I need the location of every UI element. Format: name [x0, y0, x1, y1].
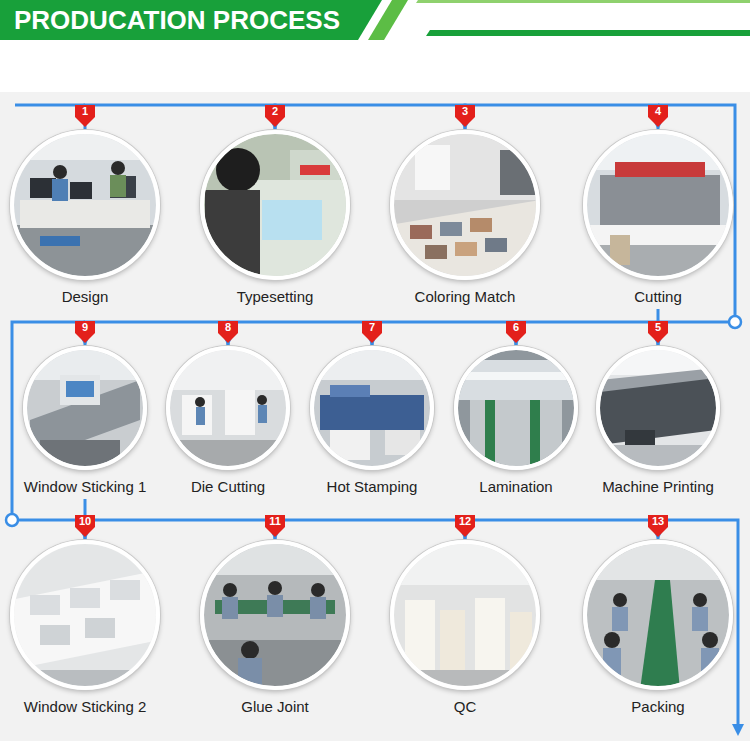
step-label: Hot Stamping: [327, 478, 418, 496]
process-step: Die Cutting: [166, 346, 290, 496]
process-step: Packing: [583, 540, 733, 716]
process-step: Hot Stamping: [310, 346, 434, 496]
process-step: Window Sticking 1: [23, 346, 147, 496]
process-step: Glue Joint: [200, 540, 350, 716]
step-label: Typesetting: [237, 288, 314, 306]
photo-circle: [310, 346, 434, 470]
step-label: Window Sticking 2: [24, 698, 147, 716]
process-step: Coloring Match: [390, 130, 540, 306]
step-label: Lamination: [479, 478, 552, 496]
process-step: Machine Printing: [596, 346, 720, 496]
flow-connector: [275, 520, 465, 540]
photo-circle: [10, 540, 160, 690]
step-label: Cutting: [634, 288, 682, 306]
photo-circle: [23, 346, 147, 470]
step-label: QC: [454, 698, 477, 716]
flow-connector: [85, 105, 275, 130]
photo-circle: [166, 346, 290, 470]
photo-circle: [454, 346, 578, 470]
photo-circle: [583, 130, 733, 280]
photo-circle: [596, 346, 720, 470]
flow-connector: [372, 322, 516, 346]
photo-circle: [200, 540, 350, 690]
flow-connector: [228, 322, 372, 346]
process-step: Window Sticking 2: [10, 540, 160, 716]
flow-connector: [85, 520, 275, 540]
process-step: Cutting: [583, 130, 733, 306]
process-step: QC: [390, 540, 540, 716]
process-step: Lamination: [454, 346, 578, 496]
flow-connector: [465, 520, 658, 540]
flow-connector: [85, 322, 228, 346]
step-label: Coloring Match: [415, 288, 516, 306]
step-label: Glue Joint: [241, 698, 309, 716]
process-step: Design: [10, 130, 160, 306]
step-label: Machine Printing: [602, 478, 714, 496]
step-label: Window Sticking 1: [24, 478, 147, 496]
photo-circle: [583, 540, 733, 690]
photo-circle: [390, 540, 540, 690]
photo-circle: [10, 130, 160, 280]
step-label: Design: [62, 288, 109, 306]
flow-connector: [275, 105, 465, 130]
step-label: Packing: [631, 698, 684, 716]
photo-circle: [390, 130, 540, 280]
banner-title: PRODUCATION PROCESS: [14, 5, 340, 35]
step-label: Die Cutting: [191, 478, 265, 496]
photo-circle: [200, 130, 350, 280]
flow-connector: [465, 105, 658, 130]
flow-connector: [516, 322, 658, 346]
process-step: Typesetting: [200, 130, 350, 306]
